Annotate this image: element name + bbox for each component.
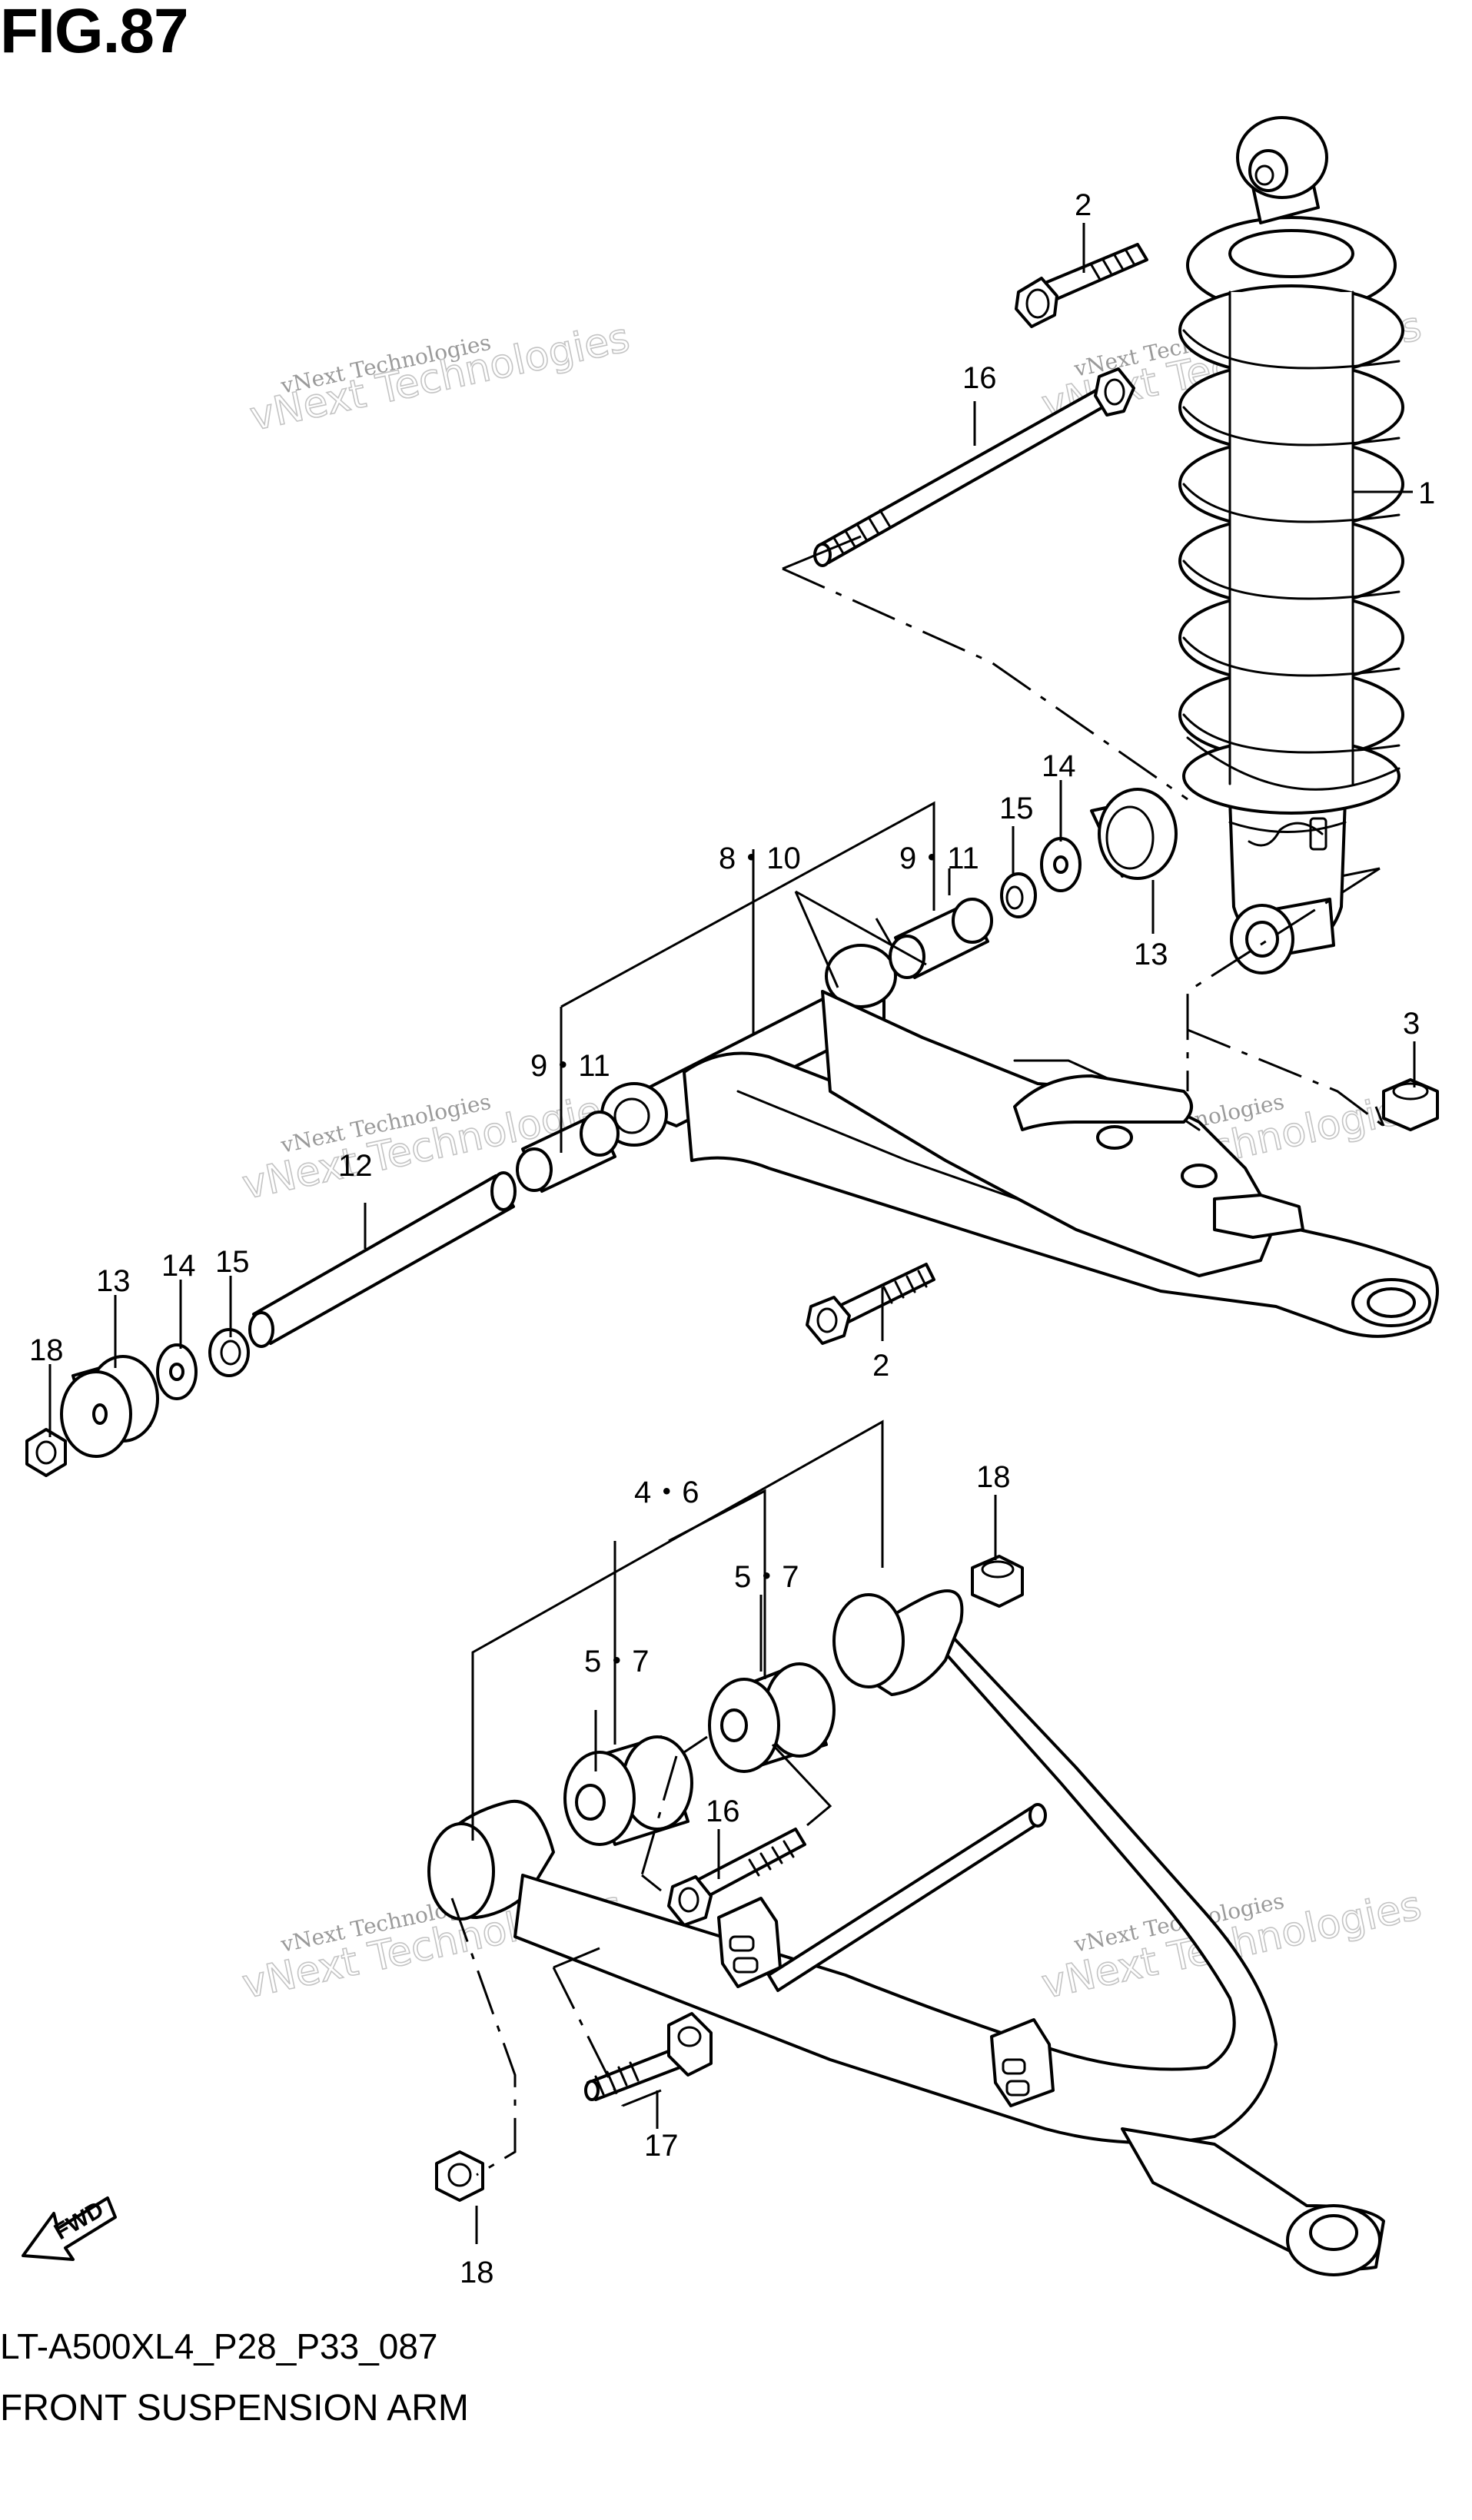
callout-2-lower: 2 <box>872 1349 889 1383</box>
callout-5-7-right: 5・7 <box>734 1560 799 1594</box>
bolt-2-upper <box>1015 243 1148 328</box>
callout-15-right: 15 <box>999 792 1034 825</box>
callout-15-left: 15 <box>215 1245 250 1279</box>
callout-4-6: 4・6 <box>634 1476 699 1509</box>
assembly-line <box>782 567 1188 801</box>
fwd-arrow-icon: FWD <box>22 2196 117 2261</box>
dust-seal-13-left <box>60 1355 159 1458</box>
callout-13-right: 13 <box>1134 938 1168 971</box>
nut-18-left <box>25 1428 67 1477</box>
nut-18-upper <box>971 1555 1024 1608</box>
callout-5-7-left: 5・7 <box>584 1645 650 1678</box>
bushing-15-left <box>208 1328 250 1377</box>
callout-8-10: 8・10 <box>719 842 801 875</box>
upper-suspension-arm <box>600 944 1439 1338</box>
callout-9-11-left: 9・11 <box>530 1049 610 1083</box>
diagram-name: FRONT SUSPENSION ARM <box>0 2388 469 2429</box>
callout-17: 17 <box>644 2129 679 2163</box>
callout-18-upper: 18 <box>976 1460 1011 1494</box>
callout-3: 3 <box>1403 1007 1420 1041</box>
callout-16-upper: 16 <box>962 361 997 395</box>
callout-14-left: 14 <box>161 1249 196 1283</box>
washer-14-right <box>1040 837 1082 892</box>
coil-spring <box>1178 216 1404 815</box>
bolt-16-upper <box>813 367 1135 567</box>
shock-absorber <box>1178 116 1404 974</box>
sleeve-9-11-left <box>516 1111 620 1193</box>
leader-lines <box>48 223 1416 2244</box>
figure-title: FIG.87 <box>0 0 189 66</box>
nut-18-lower <box>435 2150 484 2202</box>
sleeve-9-11-right <box>889 898 993 979</box>
washer-14-left <box>156 1343 198 1400</box>
bolt-17 <box>584 2012 713 2101</box>
bushing-5-7-left <box>563 1735 693 1846</box>
callout-1: 1 <box>1418 476 1435 510</box>
dust-seal-13-right <box>1090 788 1178 880</box>
pivot-shaft-12 <box>248 1171 517 1348</box>
callout-18-lower: 18 <box>460 2256 494 2289</box>
callout-12: 12 <box>338 1149 373 1183</box>
lower-suspension-arm <box>427 1589 1385 2276</box>
bolt-2-lower <box>806 1263 935 1345</box>
callout-9-11-right: 9・11 <box>899 842 979 875</box>
callout-18-left: 18 <box>29 1333 64 1367</box>
diagram-code: LT-A500XL4_P28_P33_087 <box>0 2326 438 2366</box>
watermark-top-left: vNext Technologies vNext Technologies <box>245 314 634 441</box>
callout-labels: 1 2 16 14 15 9・11 8・10 13 3 9・11 12 15 1… <box>29 188 1435 2289</box>
callout-2-upper: 2 <box>1075 188 1092 222</box>
callout-16-lower: 16 <box>706 1795 740 1828</box>
callout-13-left: 13 <box>96 1264 131 1298</box>
nut-3 <box>1382 1078 1439 1131</box>
callout-14-right: 14 <box>1042 749 1076 783</box>
bolt-16-lower <box>667 1828 806 1927</box>
bushing-5-7-right <box>708 1662 836 1773</box>
bushing-15-right <box>1000 872 1037 918</box>
